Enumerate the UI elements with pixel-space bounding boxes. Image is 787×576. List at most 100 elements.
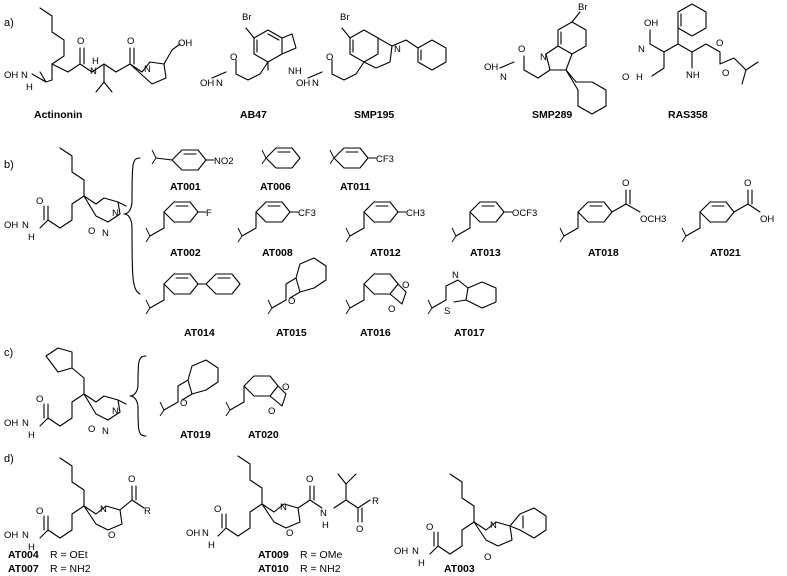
at017-label: AT017 <box>454 327 485 339</box>
at019-o: O <box>180 398 187 409</box>
at017-n: N <box>452 270 459 281</box>
scaffold-b-n: N <box>22 220 29 231</box>
at014-label: AT014 <box>184 327 215 339</box>
at008-cf3: CF3 <box>298 208 316 219</box>
ras358-oh: OH <box>644 18 658 29</box>
amide-n: N <box>90 66 97 77</box>
at016-o1: O <box>402 280 409 291</box>
at009-amide-h: H <box>322 520 329 531</box>
at009-n: N <box>202 528 209 539</box>
at009-oxazole-o: O <box>286 528 293 539</box>
at017-structure: N S AT017 <box>427 270 497 339</box>
section-label-c: c) <box>4 347 13 359</box>
smp289-o: O <box>518 44 525 55</box>
hydroxyl-oh: OH <box>178 38 192 49</box>
smp195-o: O <box>326 52 333 63</box>
smp195-n2: N <box>312 78 319 89</box>
ras358-o3: O <box>722 68 729 79</box>
oxadiazole-n: N <box>112 208 119 219</box>
ab47-n: N <box>216 78 223 89</box>
at003-h: H <box>418 558 425 569</box>
ab47-label: AB47 <box>240 109 267 121</box>
at004-n: N <box>22 530 29 541</box>
ab47-structure: Br NH OH N O AB47 <box>200 12 302 121</box>
at013-ocf3: OCF3 <box>512 208 537 219</box>
scaffold-c-oh: OH <box>4 418 18 429</box>
actinonin-structure: OH N H O H N O N OH Actinonin <box>4 7 192 121</box>
section-label-a: a) <box>4 17 14 29</box>
smp195-br: Br <box>340 12 350 23</box>
at009-amide-n: N <box>320 508 327 519</box>
at011-cf3: CF3 <box>376 154 394 165</box>
at004-ketone-o: O <box>128 474 135 485</box>
actinonin-label: Actinonin <box>34 109 82 121</box>
scaffold-c-o: O <box>36 394 43 405</box>
at009-h: H <box>208 540 215 551</box>
at018-o: O <box>622 178 629 189</box>
at019-structure: O AT019 <box>159 359 219 441</box>
oxazole-n: N <box>100 504 107 515</box>
oxadiazole-n2: N <box>102 228 109 239</box>
hydroxamic-n: N <box>21 70 28 81</box>
smp195-n: N <box>394 44 401 55</box>
oxadiazole-c-n2: N <box>102 426 109 437</box>
smp289-n2: N <box>500 72 507 83</box>
smp289-oh: OH <box>484 62 498 73</box>
brace-c <box>129 355 147 437</box>
scaffold-b-oh: OH <box>4 220 18 231</box>
at019-label: AT019 <box>180 429 211 441</box>
at021-label: AT021 <box>710 247 741 259</box>
at004-oh: OH <box>4 530 18 541</box>
at001-structure: NO2 AT001 <box>151 149 234 193</box>
at002-f: F <box>206 208 212 219</box>
brace-b <box>123 157 141 295</box>
at020-o1: O <box>282 382 289 393</box>
at013-label: AT013 <box>470 247 501 259</box>
amide-h: H <box>92 56 99 67</box>
at020-structure: O O AT020 <box>225 375 289 441</box>
at004-r-group: R = OEt <box>50 549 88 561</box>
at012-ch3: CH3 <box>406 208 425 219</box>
oxadiazole-o: O <box>88 226 95 237</box>
ab47-nh: NH <box>288 66 302 77</box>
at007-label: AT007 <box>8 563 39 575</box>
ras358-nh: NH <box>686 70 700 81</box>
ras358-label: RAS358 <box>668 109 708 121</box>
at008-label: AT008 <box>262 247 293 259</box>
at021-structure: O OH AT021 <box>681 178 774 259</box>
ras358-n: N <box>638 44 645 55</box>
at008-structure: CF3 AT008 <box>237 201 316 259</box>
scaffold-b-o: O <box>36 196 43 207</box>
at009-oh: OH <box>186 528 200 539</box>
at021-o: O <box>744 178 751 189</box>
ras358-o2: O <box>716 38 723 49</box>
at003-oxazole-o: O <box>484 552 491 563</box>
at011-structure: CF3 AT011 <box>329 147 394 193</box>
at002-label: AT002 <box>170 247 201 259</box>
hydroxamic-h: H <box>26 82 33 93</box>
smp289-structure: Br N OH N O SMP289 <box>484 2 607 121</box>
at006-structure: AT006 <box>260 147 301 193</box>
scaffold-c-h: H <box>28 430 35 441</box>
carbonyl-o: O <box>77 36 84 47</box>
at021-oh: OH <box>760 214 774 225</box>
smp289-label: SMP289 <box>532 109 572 121</box>
ras358-o: O <box>622 72 629 83</box>
pyrrolidine-n: N <box>144 64 151 75</box>
at018-och3: OCH3 <box>640 214 666 225</box>
ras358-h: H <box>636 72 643 83</box>
at003-structure: OH N H O N O AT003 <box>394 473 547 575</box>
at003-oxazole-n: N <box>490 520 497 531</box>
at017-s: S <box>444 306 450 317</box>
ab47-br: Br <box>242 12 252 23</box>
at009-at010-structure: OH N H O N O O N H O R AT009 R = OMe AT0… <box>186 455 379 575</box>
at009-oxazole-n: N <box>280 502 287 513</box>
at006-label: AT006 <box>260 181 291 193</box>
at010-r-group: R = NH2 <box>300 563 341 575</box>
at003-oh: OH <box>394 546 408 557</box>
at015-o: O <box>288 296 295 307</box>
at018-structure: O OCH3 AT018 <box>559 178 666 259</box>
at018-label: AT018 <box>588 247 619 259</box>
scaffold-b-structure: OH N H O N O N <box>4 147 141 295</box>
